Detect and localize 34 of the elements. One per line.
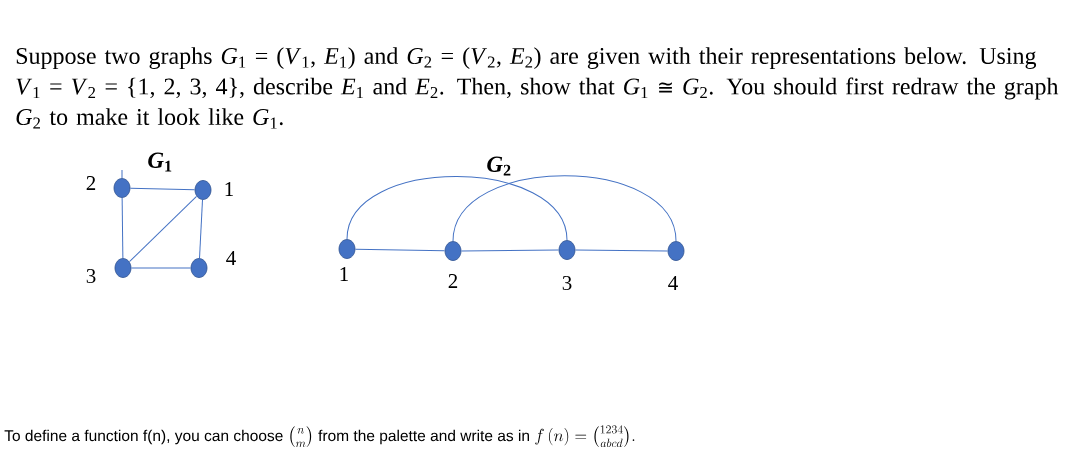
vertex-dot <box>113 178 131 198</box>
vertex-dot <box>667 241 685 261</box>
vertex-dot <box>114 258 132 278</box>
vertex-number: 4 <box>668 276 678 290</box>
instruction-text: from the palette and write as in <box>318 429 529 445</box>
vertex-number: 4 <box>226 251 236 265</box>
edge-line <box>129 187 196 191</box>
edge-line <box>452 175 677 242</box>
graph-title: G$_{2}$ <box>487 156 511 176</box>
edge-line <box>128 195 198 263</box>
binomial-formula: $\binom{n}{m}$ <box>290 426 312 448</box>
vertex-number: 1 <box>225 182 233 196</box>
question-text: Suppose two graphs G$_{1}$ = (V$_{1}$, E$_{1}$) and G$_{2}$ = (V$_{2}$, E$_{2}$) are given with their representations below. Using V$_{1}$ = V$_{2}$ = {1, 2, 3, 4}, describe E$_{1}$ and E$_{2}$. Then, show that G$_{1}$ ≅ G$_{2}$. You should first redraw the graph G$_{2}$ to make it look like G$_{1}$. <box>16 47 1059 129</box>
vertex-dot <box>194 180 212 200</box>
vertex-number: 2 <box>86 176 96 190</box>
function-formula: $f\left(n\right)=\binom{1234}{abcd}.$ <box>535 425 635 448</box>
edge-line <box>354 248 446 252</box>
instruction-text: To define a function f(n), you can choose <box>4 429 283 445</box>
vertex-number: 2 <box>448 274 458 288</box>
edge-line <box>121 169 123 179</box>
vertex-number: 1 <box>340 267 348 281</box>
vertex-dot <box>190 258 208 278</box>
vertex-dot <box>444 241 462 261</box>
vertex-dot <box>338 239 356 259</box>
edge-line <box>130 267 192 269</box>
edge-line <box>199 199 203 259</box>
edge-line <box>460 249 560 252</box>
vertex-number: 3 <box>86 268 96 284</box>
edge-line <box>574 249 669 252</box>
vertex-number: 3 <box>562 275 572 291</box>
edge-line <box>346 176 568 241</box>
graph-title: G$_{1}$ <box>148 152 172 172</box>
vertex-dot <box>558 240 576 260</box>
edge-line <box>121 197 124 259</box>
